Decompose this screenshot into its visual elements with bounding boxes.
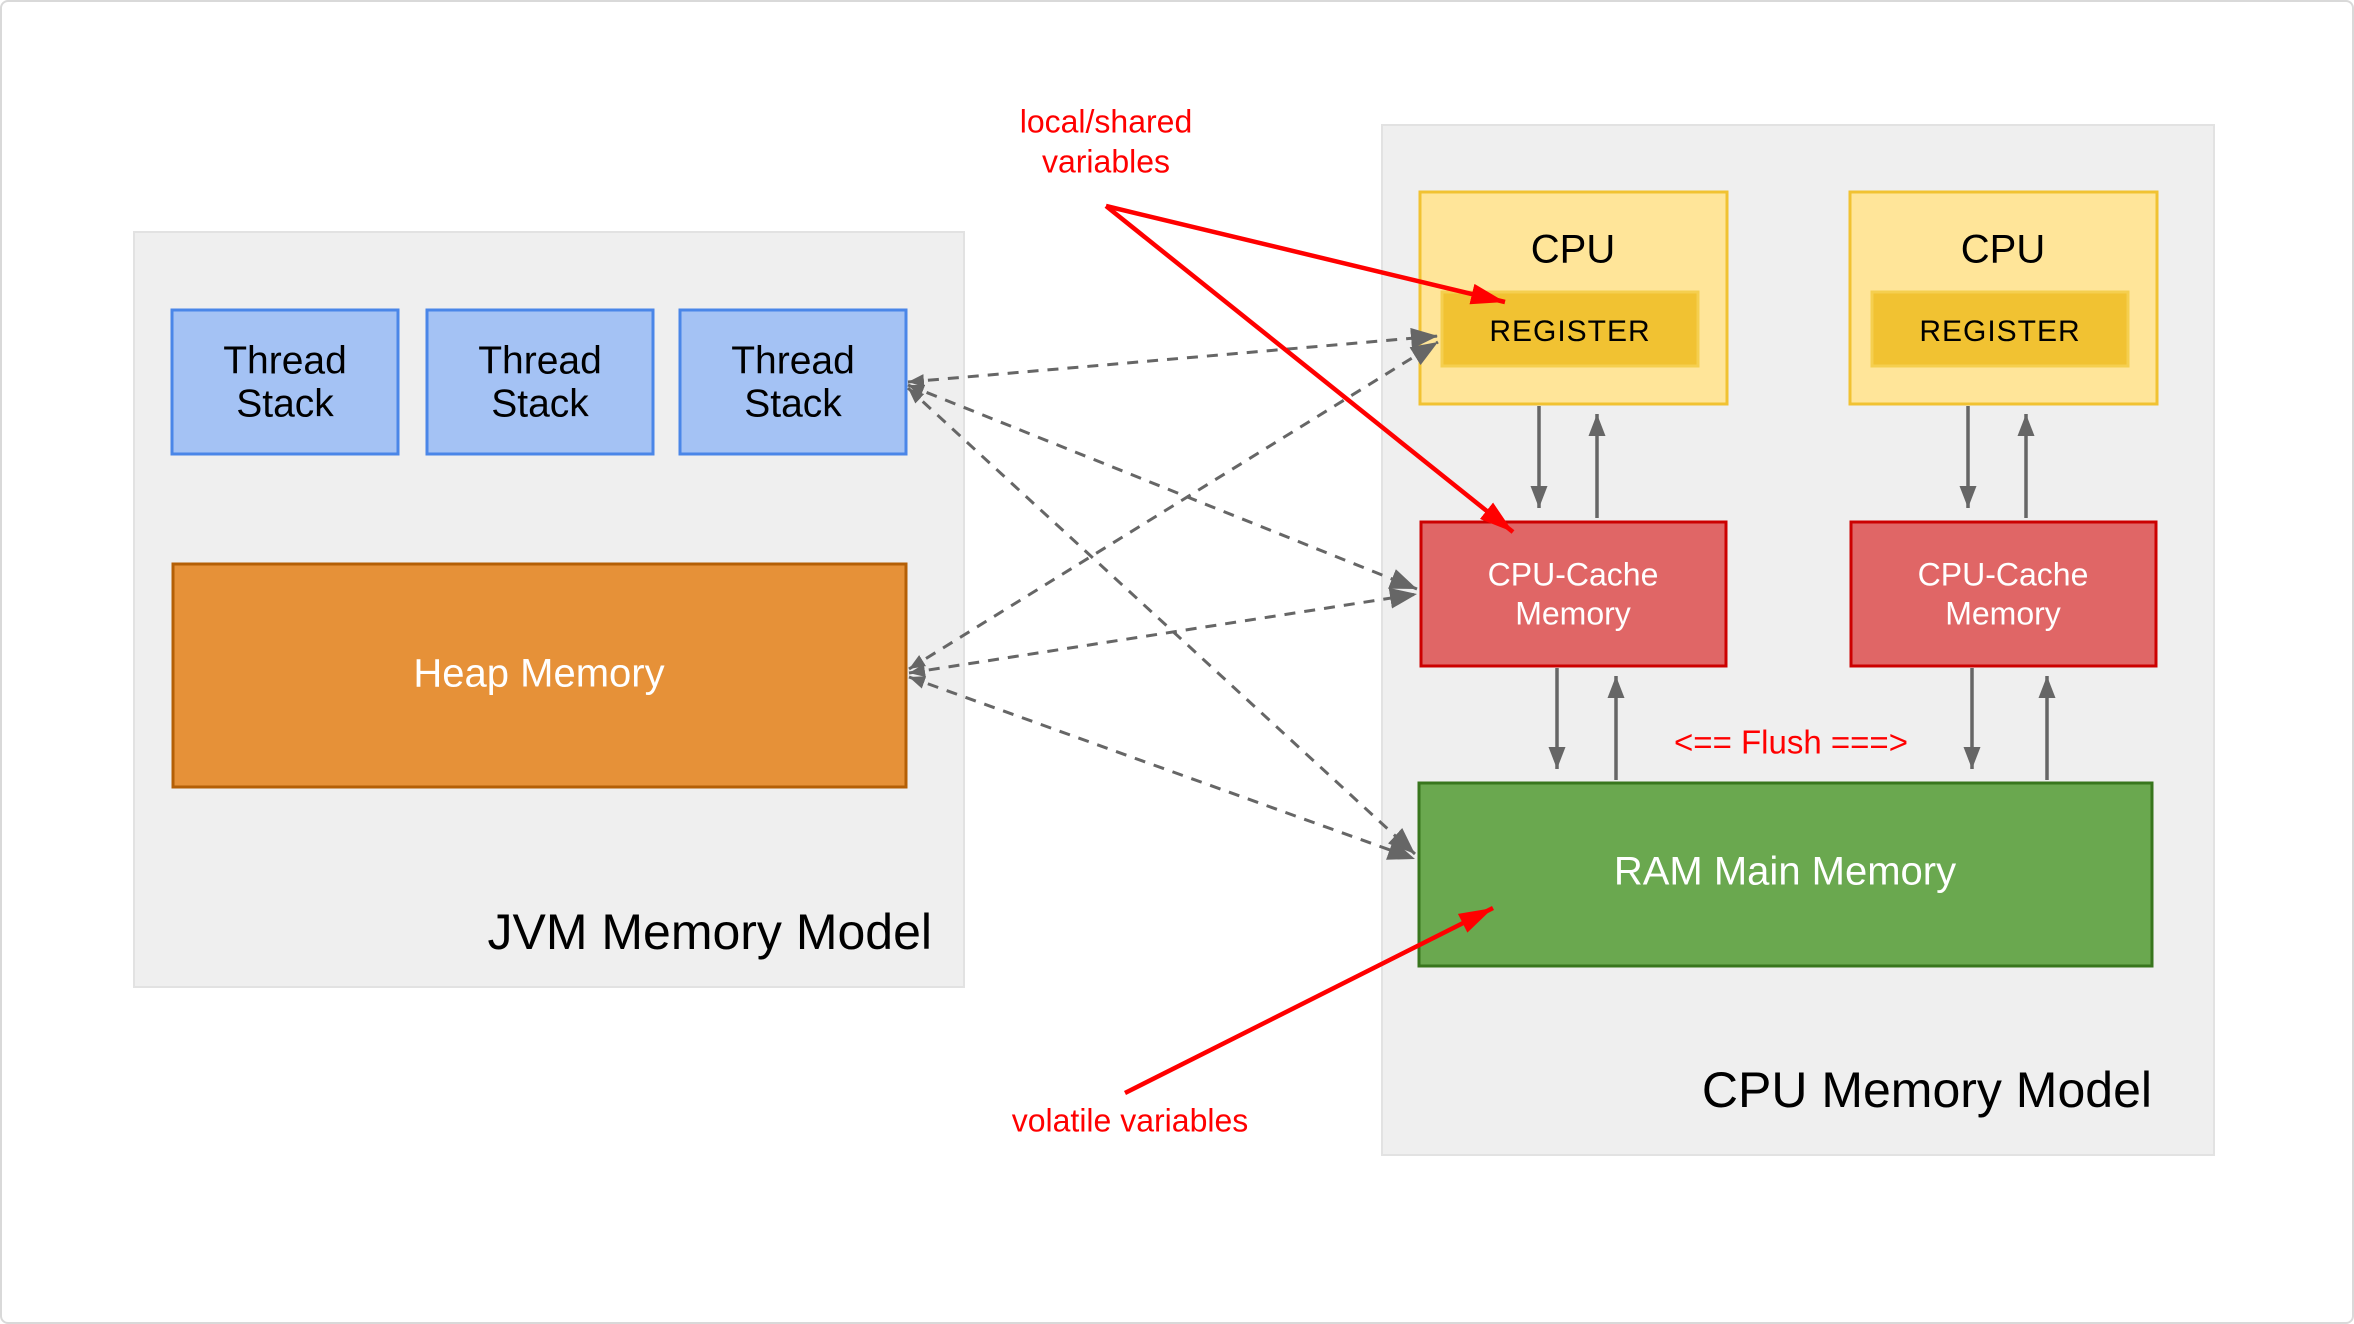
thread-stack-1-label-line2: Stack (236, 382, 334, 425)
jvm-panel-title: JVM Memory Model (487, 904, 932, 960)
ram-main-memory-label: RAM Main Memory (1614, 850, 1956, 894)
register-2-label: REGISTER (1919, 315, 2080, 348)
arrow-localshared-to-cache (1104, 204, 1515, 534)
cpu-cache-1-label-line2: Memory (1515, 595, 1631, 631)
arrow-volatile-to-ram (1123, 905, 1495, 1096)
arrow-localshared-to-register (1105, 203, 1506, 305)
thread-stack-box-3 (678, 308, 908, 456)
thread-stack-3-label-line1: Thread (731, 339, 855, 382)
thread-stack-group: Thread Stack Thread Stack Thread Stack (170, 308, 908, 456)
local-shared-label-line1: local/shared (1020, 103, 1193, 139)
cpu-cache-2-label-line1: CPU-Cache (1918, 556, 2089, 592)
volatile-variables-label: volatile variables (1012, 1102, 1249, 1138)
thread-stack-box-1 (170, 308, 400, 456)
cpu-cache-box-2 (1849, 520, 2158, 668)
register-1-label: REGISTER (1489, 315, 1650, 348)
cpu-2-label: CPU (1961, 228, 2045, 272)
dashed-heap-register (908, 340, 1439, 671)
thread-stack-3-label-line2: Stack (744, 382, 842, 425)
local-shared-label-line2: variables (1042, 143, 1170, 179)
dashed-connectors (906, 327, 1439, 861)
cpu-cache-2-label-line2: Memory (1945, 595, 2061, 631)
thread-stack-2-label-line1: Thread (478, 339, 602, 382)
heap-memory-label: Heap Memory (413, 652, 664, 696)
cpu-1-label: CPU (1531, 228, 1615, 272)
heap-memory-box (171, 562, 908, 789)
dashed-threadstack-register (907, 327, 1439, 388)
register-box-1 (1440, 290, 1700, 368)
annotation-arrows (1104, 203, 1515, 1096)
cpu-cache-box-1 (1419, 520, 1728, 668)
dashed-heap-ram (908, 675, 1416, 861)
cpu-panel-title: CPU Memory Model (1702, 1062, 2152, 1118)
solid-connectors (1530, 406, 2056, 780)
flush-label: <== Flush ===> (1674, 724, 1908, 761)
cpu-cache-1-label-line1: CPU-Cache (1488, 556, 1659, 592)
thread-stack-2-label-line2: Stack (491, 382, 589, 425)
dashed-threadstack-cache (907, 383, 1418, 591)
thread-stack-1-label-line1: Thread (223, 339, 347, 382)
thread-stack-box-2 (425, 308, 655, 456)
register-box-2 (1870, 290, 2130, 368)
dashed-heap-cache (908, 587, 1418, 677)
ram-main-memory-box (1417, 781, 2154, 968)
